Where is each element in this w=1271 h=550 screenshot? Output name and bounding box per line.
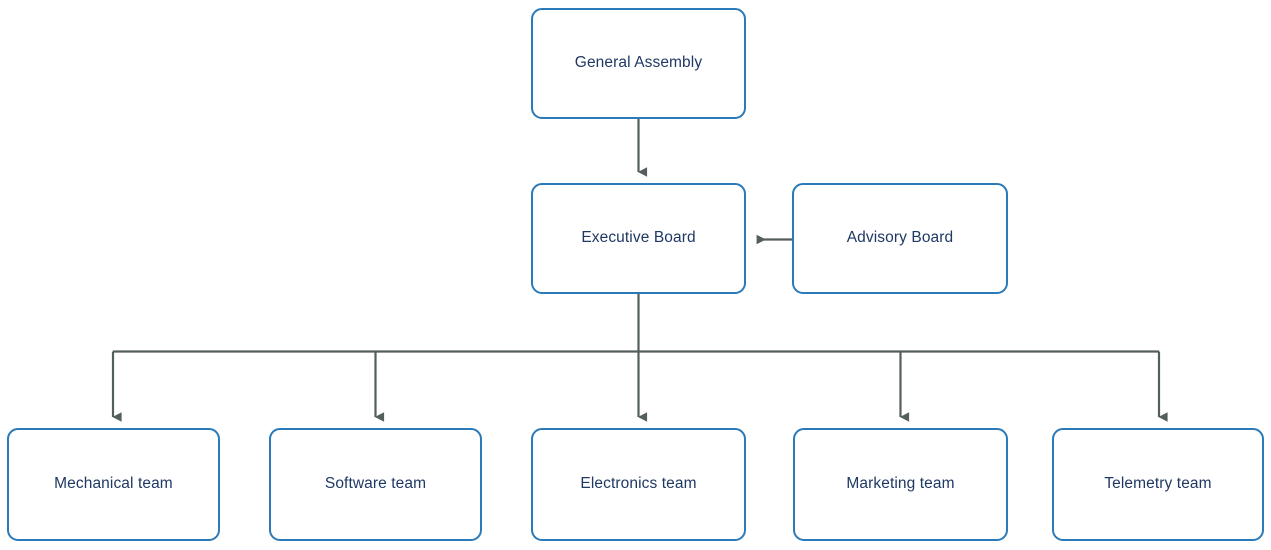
node-marketing-team-label: Marketing team	[846, 475, 955, 493]
node-advisory-board[interactable]: Advisory Board	[792, 183, 1008, 294]
node-software-team[interactable]: Software team	[269, 428, 482, 541]
node-marketing-team[interactable]: Marketing team	[793, 428, 1008, 541]
node-executive-board[interactable]: Executive Board	[531, 183, 746, 294]
node-executive-board-label: Executive Board	[581, 229, 696, 247]
node-general-assembly[interactable]: General Assembly	[531, 8, 746, 119]
node-telemetry-team[interactable]: Telemetry team	[1052, 428, 1264, 541]
node-telemetry-team-label: Telemetry team	[1104, 475, 1212, 493]
node-advisory-board-label: Advisory Board	[846, 229, 954, 247]
node-mechanical-team-label: Mechanical team	[54, 475, 173, 493]
node-software-team-label: Software team	[324, 475, 427, 493]
node-electronics-team-label: Electronics team	[580, 475, 697, 493]
node-mechanical-team[interactable]: Mechanical team	[7, 428, 220, 541]
node-electronics-team[interactable]: Electronics team	[531, 428, 746, 541]
node-general-assembly-label: General Assembly	[574, 54, 703, 72]
